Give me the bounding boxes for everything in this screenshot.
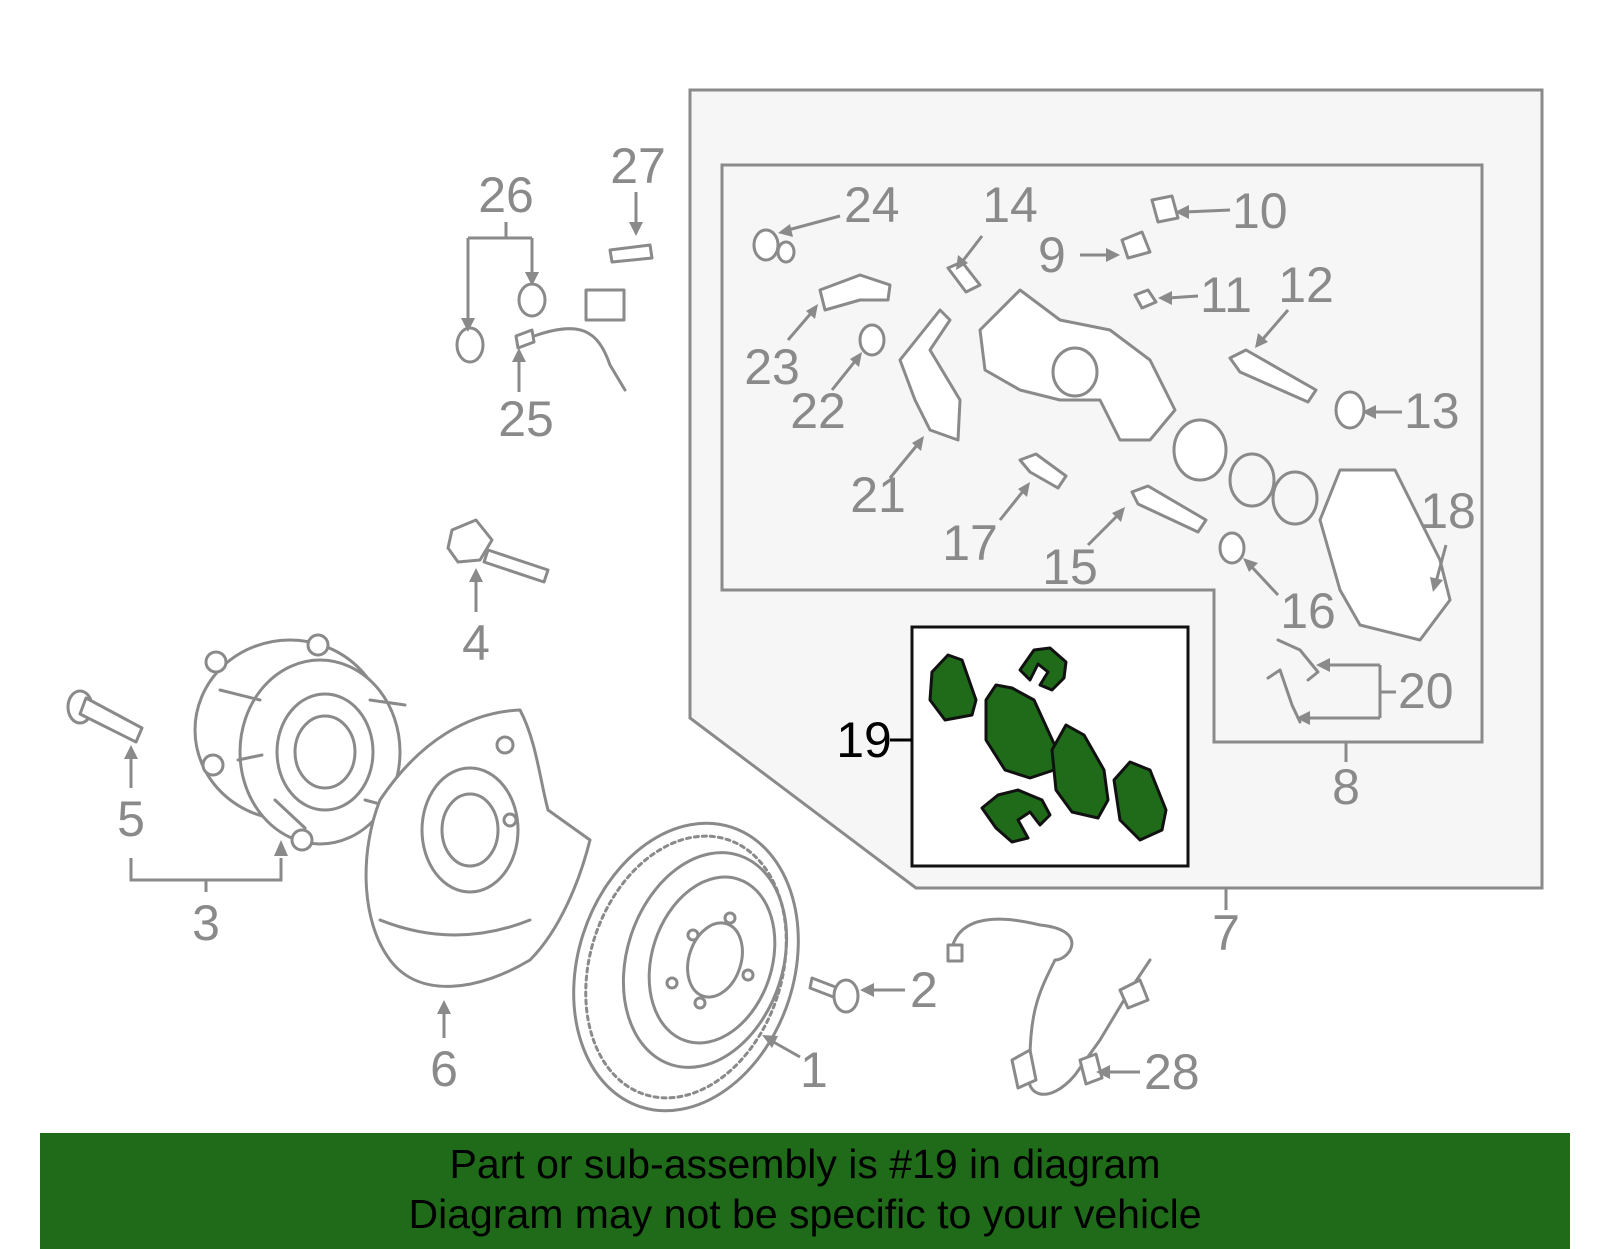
callout-15: 15 — [1042, 539, 1098, 595]
callout-labels: 1 2 3 4 5 6 7 8 9 10 11 12 13 14 15 16 1… — [117, 138, 1476, 1100]
caliper-subassembly-panel — [720, 163, 1484, 744]
callout-28: 28 — [1144, 1044, 1200, 1100]
callout-9: 9 — [1038, 227, 1066, 283]
info-banner: Part or sub-assembly is #19 in diagram D… — [40, 1133, 1570, 1249]
part-2-bolt — [808, 976, 860, 1014]
callout-22: 22 — [790, 383, 846, 439]
brake-rotor — [572, 821, 800, 1113]
callout-10: 10 — [1232, 183, 1288, 239]
pad-clip-upper — [1018, 646, 1068, 692]
callout-23: 23 — [744, 339, 800, 395]
hub-bearing — [193, 633, 407, 852]
callout-21: 21 — [850, 467, 906, 523]
callout-19: 19 — [836, 712, 892, 768]
callout-17: 17 — [942, 515, 998, 571]
callout-13: 13 — [1404, 383, 1460, 439]
pad-shim-outer-left — [928, 653, 978, 722]
dust-shield — [364, 708, 592, 988]
wheel-speed-sensor-harness — [946, 917, 1152, 1096]
callout-1: 1 — [800, 1042, 828, 1098]
banner-line-2: Diagram may not be specific to your vehi… — [408, 1191, 1202, 1237]
pad-shim-outer-right — [1112, 760, 1168, 842]
callout-4: 4 — [462, 615, 490, 671]
part-5-wheel-stud — [66, 689, 144, 744]
leader-lines — [124, 192, 1448, 1079]
callout-20: 20 — [1398, 663, 1454, 719]
callout-24: 24 — [844, 177, 900, 233]
banner-line-1: Part or sub-assembly is #19 in diagram — [449, 1141, 1161, 1187]
callout-16: 16 — [1280, 583, 1336, 639]
sensor-harness-top — [455, 243, 654, 392]
part-4-bolt — [446, 518, 550, 584]
caliper-parts — [752, 194, 1452, 724]
callout-2: 2 — [910, 962, 938, 1018]
callout-26: 26 — [478, 167, 534, 223]
callout-8: 8 — [1332, 759, 1360, 815]
callout-14: 14 — [982, 177, 1038, 233]
brake-pad-right — [1050, 723, 1110, 820]
callout-27: 27 — [610, 138, 666, 194]
callout-7: 7 — [1212, 905, 1240, 961]
callout-25: 25 — [498, 391, 554, 447]
callout-5: 5 — [117, 791, 145, 847]
callout-3: 3 — [192, 895, 220, 951]
callout-12: 12 — [1278, 257, 1334, 313]
callout-11: 11 — [1200, 267, 1252, 323]
pad-clip-lower — [980, 788, 1052, 844]
callout-6: 6 — [430, 1041, 458, 1097]
brake-pad-kit — [928, 646, 1168, 844]
callout-18: 18 — [1420, 483, 1476, 539]
